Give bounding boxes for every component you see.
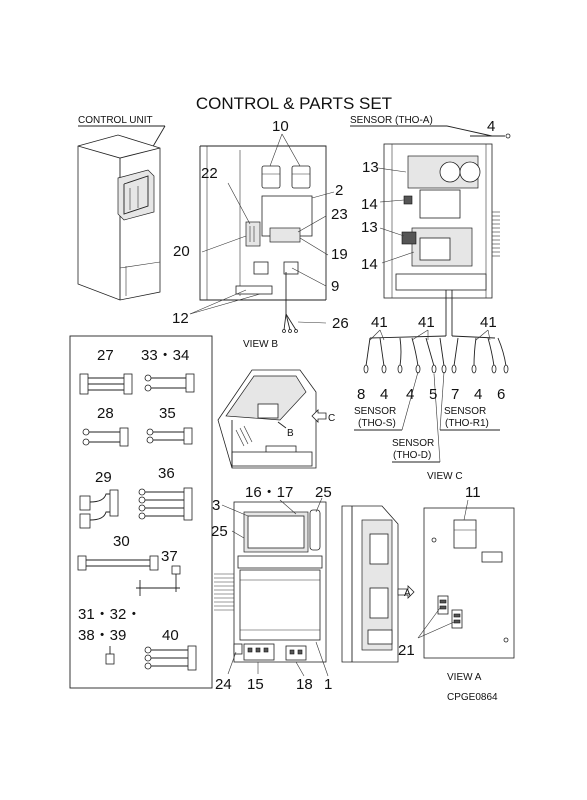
part-number: 29 xyxy=(95,469,112,486)
sensor-tho-d-label-1: SENSOR xyxy=(392,438,434,449)
part-number: 38・39 xyxy=(78,627,126,644)
arrow-a-label: A xyxy=(404,588,411,599)
sensor-tho-d-label-2: (THO-D) xyxy=(393,450,431,461)
main-box-leaders xyxy=(221,497,329,677)
part-number: 12 xyxy=(172,310,189,327)
view-a-panel: VIEW A xyxy=(423,507,515,683)
part-number: 9 xyxy=(331,278,339,295)
sensor-tho-a-label: SENSOR (THO-A) xyxy=(350,115,433,126)
part-number-labels: 10 4 13 22 2 14 23 13 20 19 14 9 12 26 4… xyxy=(78,118,505,693)
part-number: 33・34 xyxy=(141,347,189,364)
view-c-label: VIEW C xyxy=(427,471,463,482)
part-number: 23 xyxy=(331,206,348,223)
part-number: 35 xyxy=(159,405,176,422)
view-b-leaders xyxy=(189,133,335,324)
part-number: 4 xyxy=(406,386,414,403)
part-number: 22 xyxy=(201,165,218,182)
part-number: 10 xyxy=(272,118,289,135)
diagram-title: CONTROL & PARTS SET xyxy=(196,94,392,113)
sensor-tho-s-label-1: SENSOR xyxy=(354,406,396,417)
part-number: 3 xyxy=(212,497,220,514)
side-view-box: A xyxy=(341,505,415,663)
part-number: 41 xyxy=(480,314,497,331)
part-number: 8 xyxy=(357,386,365,403)
spare-parts-box xyxy=(69,335,213,689)
part-number: 24 xyxy=(215,676,232,693)
part-number: 30 xyxy=(113,533,130,550)
part-number: 4 xyxy=(487,118,495,135)
part-number: 21 xyxy=(398,642,415,659)
part-number: 16・17 xyxy=(245,484,293,501)
part-number: 4 xyxy=(474,386,482,403)
sensor-tho-r1-label-2: (THO-R1) xyxy=(445,418,489,429)
arrow-c-label: C xyxy=(328,413,335,424)
part-number: 6 xyxy=(497,386,505,403)
part-number: 41 xyxy=(418,314,435,331)
view-a-leaders xyxy=(417,499,469,639)
tilted-control-box: B C xyxy=(217,369,335,469)
part-number: 4 xyxy=(380,386,388,403)
part-number: 41 xyxy=(371,314,388,331)
sensor-tho-s-label-2: (THO-S) xyxy=(358,418,396,429)
part-number: 25 xyxy=(211,523,228,540)
part-number: 31・32・ xyxy=(78,606,141,623)
part-number: 5 xyxy=(429,386,437,403)
view-b-label: VIEW B xyxy=(243,339,278,350)
view-c-panel: SENSOR (THO-A) xyxy=(350,115,511,482)
part-number: 36 xyxy=(158,465,175,482)
part-number: 14 xyxy=(361,256,378,273)
control-unit-label: CONTROL UNIT xyxy=(78,115,153,126)
drawing-code: CPGE0864 xyxy=(447,692,498,703)
part-number: 19 xyxy=(331,246,348,263)
part-number: 25 xyxy=(315,484,332,501)
view-a-label: VIEW A xyxy=(447,672,482,683)
part-number: 15 xyxy=(247,676,264,693)
part-number: 1 xyxy=(324,676,332,693)
part-number: 13 xyxy=(361,219,378,236)
part-number: 28 xyxy=(97,405,114,422)
view-c-leaders xyxy=(369,167,491,341)
part-number: 40 xyxy=(162,627,179,644)
sensor-tho-r1-label-1: SENSOR xyxy=(444,406,486,417)
part-number: 11 xyxy=(465,484,481,501)
control-unit-illustration: CONTROL UNIT xyxy=(77,115,166,301)
main-control-box xyxy=(214,501,327,663)
part-number: 18 xyxy=(296,676,313,693)
part-number: 13 xyxy=(362,159,379,176)
view-b-panel: VIEW B xyxy=(199,145,327,350)
part-number: 27 xyxy=(97,347,114,364)
part-number: 2 xyxy=(335,182,343,199)
part-number: 20 xyxy=(173,243,190,260)
arrow-b-label: B xyxy=(287,428,294,439)
part-number: 37 xyxy=(161,548,178,565)
part-number: 7 xyxy=(451,386,459,403)
part-number: 26 xyxy=(332,315,349,332)
part-number: 14 xyxy=(361,196,378,213)
